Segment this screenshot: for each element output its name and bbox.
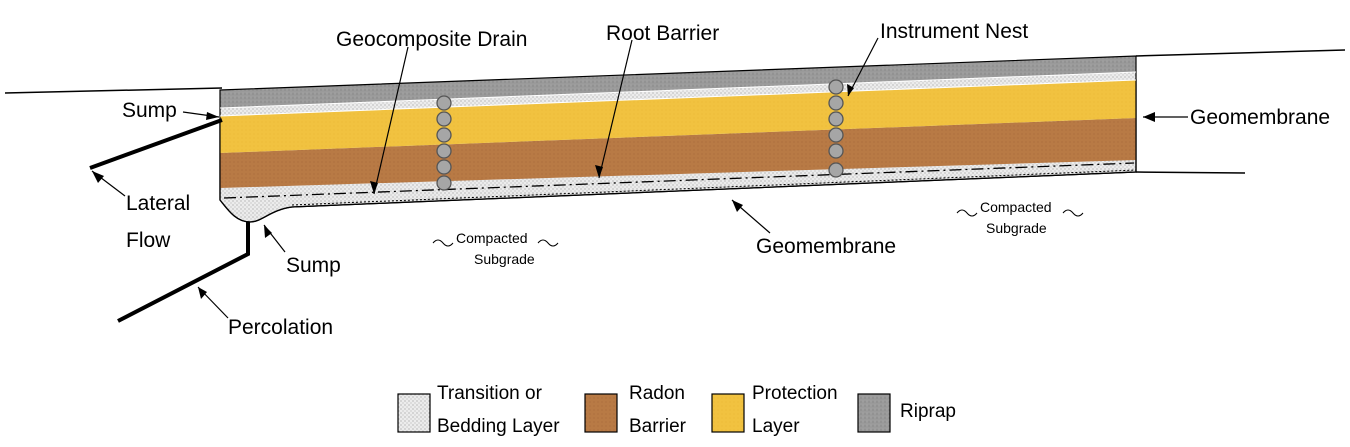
label-percolation: Percolation — [228, 316, 333, 339]
leader-arrowheads — [92, 84, 1155, 299]
legend-swatch-radon — [584, 393, 618, 433]
legend-swatch-protection — [711, 393, 745, 433]
label-subgrade-left: Subgrade — [474, 251, 535, 267]
legend-label-riprap: Riprap — [900, 401, 956, 422]
label-lateral: Lateral — [126, 192, 190, 215]
legend-swatch-transition — [397, 393, 431, 433]
label-geocomposite-drain: Geocomposite Drain — [336, 28, 527, 51]
subgrade-tildes — [432, 209, 1084, 247]
label-root-barrier: Root Barrier — [606, 22, 719, 45]
legend-label-protection-1: Protection — [752, 383, 838, 404]
label-flow: Flow — [126, 229, 171, 252]
ground-surface-left — [4, 87, 223, 94]
label-compacted-left: Compacted — [456, 230, 528, 246]
root-barrier-line — [223, 162, 1135, 199]
label-geomembrane-right: Geomembrane — [1190, 106, 1330, 129]
label-sump-lower: Sump — [286, 254, 341, 277]
legend-label-radon-1: Radon — [629, 383, 685, 404]
leader-lines — [91, 37, 1188, 319]
instrument-nest-left — [436, 95, 452, 191]
legend-label-protection-2: Layer — [752, 416, 800, 437]
ground-surface-right — [1135, 49, 1346, 57]
label-sump-upper: Sump — [122, 99, 177, 122]
label-geomembrane-bottom: Geomembrane — [756, 235, 896, 258]
legend-label-radon-2: Barrier — [629, 416, 687, 437]
label-compacted-right: Compacted — [980, 199, 1052, 215]
riprap-layer — [220, 56, 1136, 108]
legend-label-transition-1: Transition or — [437, 383, 543, 404]
legend-label-transition-2: Bedding Layer — [437, 416, 560, 437]
label-subgrade-right: Subgrade — [986, 220, 1047, 236]
label-instrument-nest: Instrument Nest — [880, 20, 1028, 43]
geomembrane-line — [291, 169, 1137, 206]
legend-swatch-riprap — [857, 393, 891, 433]
instrument-nest-right — [828, 79, 844, 178]
percolation-pipe — [117, 222, 250, 323]
grade-line-right — [1135, 171, 1246, 174]
lateral-flow-pipe — [89, 118, 223, 170]
legend: Transition or Bedding Layer Radon Barrie… — [397, 383, 956, 437]
lysimeter-outline — [219, 55, 1137, 223]
